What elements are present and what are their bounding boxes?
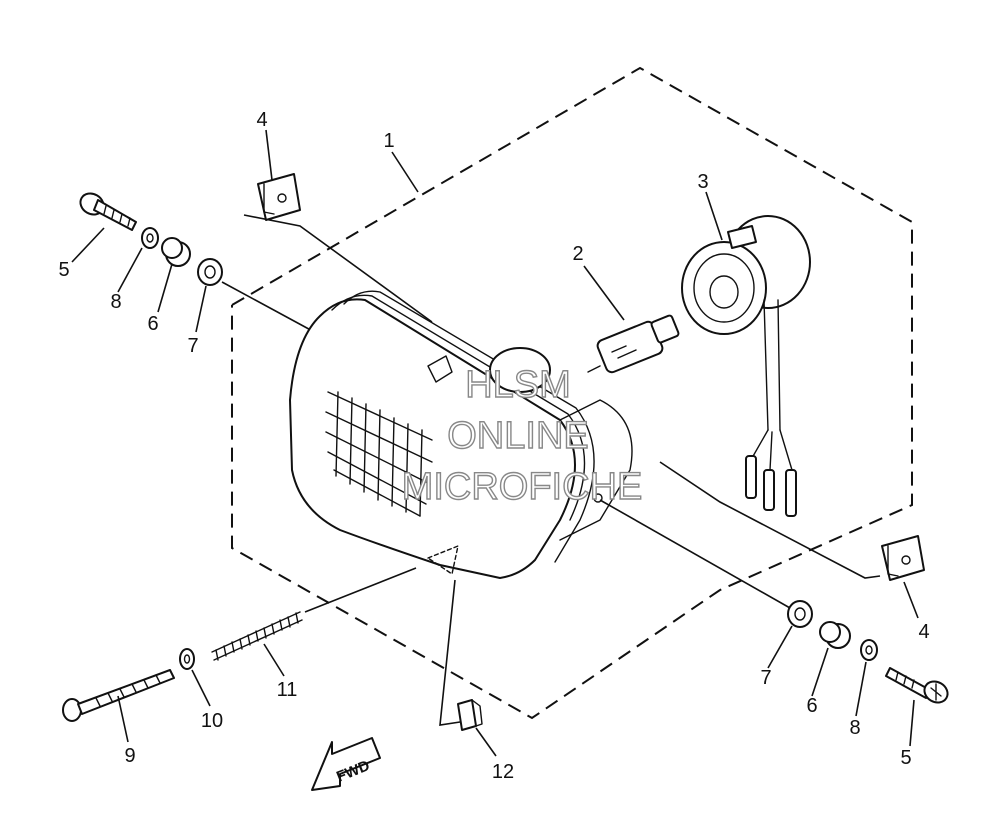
callout-1: 1	[383, 130, 394, 152]
callout-5-left: 5	[58, 259, 69, 281]
adjust-screw	[62, 669, 175, 722]
watermark-line-1: HLSM	[465, 364, 571, 406]
callout-8-right: 8	[849, 717, 860, 739]
callout-3: 3	[697, 171, 708, 193]
callout-8-left: 8	[110, 291, 121, 313]
callouts: 1 2 3 4 4 5 5 6 6 7 7 8 8 9 10 11 12	[58, 109, 929, 783]
callout-5-right: 5	[900, 747, 911, 769]
assembly-leaders	[221, 214, 881, 726]
screw-right	[885, 667, 949, 704]
collar-right	[819, 621, 851, 649]
callout-6-right: 6	[806, 695, 817, 717]
nut-12	[457, 699, 483, 731]
headlight-body	[289, 290, 633, 579]
watermark-line-3: MICROFICHE	[402, 466, 643, 508]
spring	[211, 611, 303, 661]
callout-7-right: 7	[760, 667, 771, 689]
washer-right	[860, 639, 878, 661]
callout-9: 9	[124, 745, 135, 767]
watermark: HLSM ONLINE MICROFICHE	[401, 363, 643, 508]
callout-11: 11	[277, 679, 298, 701]
screw-left	[79, 192, 137, 231]
fwd-arrow: FWD	[311, 737, 381, 791]
callout-10: 10	[201, 710, 223, 732]
callout-4-top: 4	[256, 109, 267, 131]
assembly-boundary	[231, 66, 913, 720]
lens-grid	[325, 391, 433, 517]
bulb	[587, 314, 680, 374]
callout-12: 12	[492, 761, 514, 783]
callout-leaders	[71, 129, 919, 757]
clip-bottom	[881, 535, 925, 581]
grommet-right	[787, 600, 813, 628]
collar-left	[161, 237, 191, 267]
callout-4-bottom: 4	[918, 621, 929, 643]
callout-7-left: 7	[187, 335, 198, 357]
socket	[681, 215, 811, 517]
callout-6-left: 6	[147, 313, 158, 335]
callout-2: 2	[572, 243, 583, 265]
clip-top	[257, 173, 301, 221]
watermark-line-2: ONLINE	[447, 415, 588, 457]
grommet-left	[197, 258, 223, 286]
washer-left	[141, 227, 159, 249]
washer-10	[179, 648, 195, 670]
